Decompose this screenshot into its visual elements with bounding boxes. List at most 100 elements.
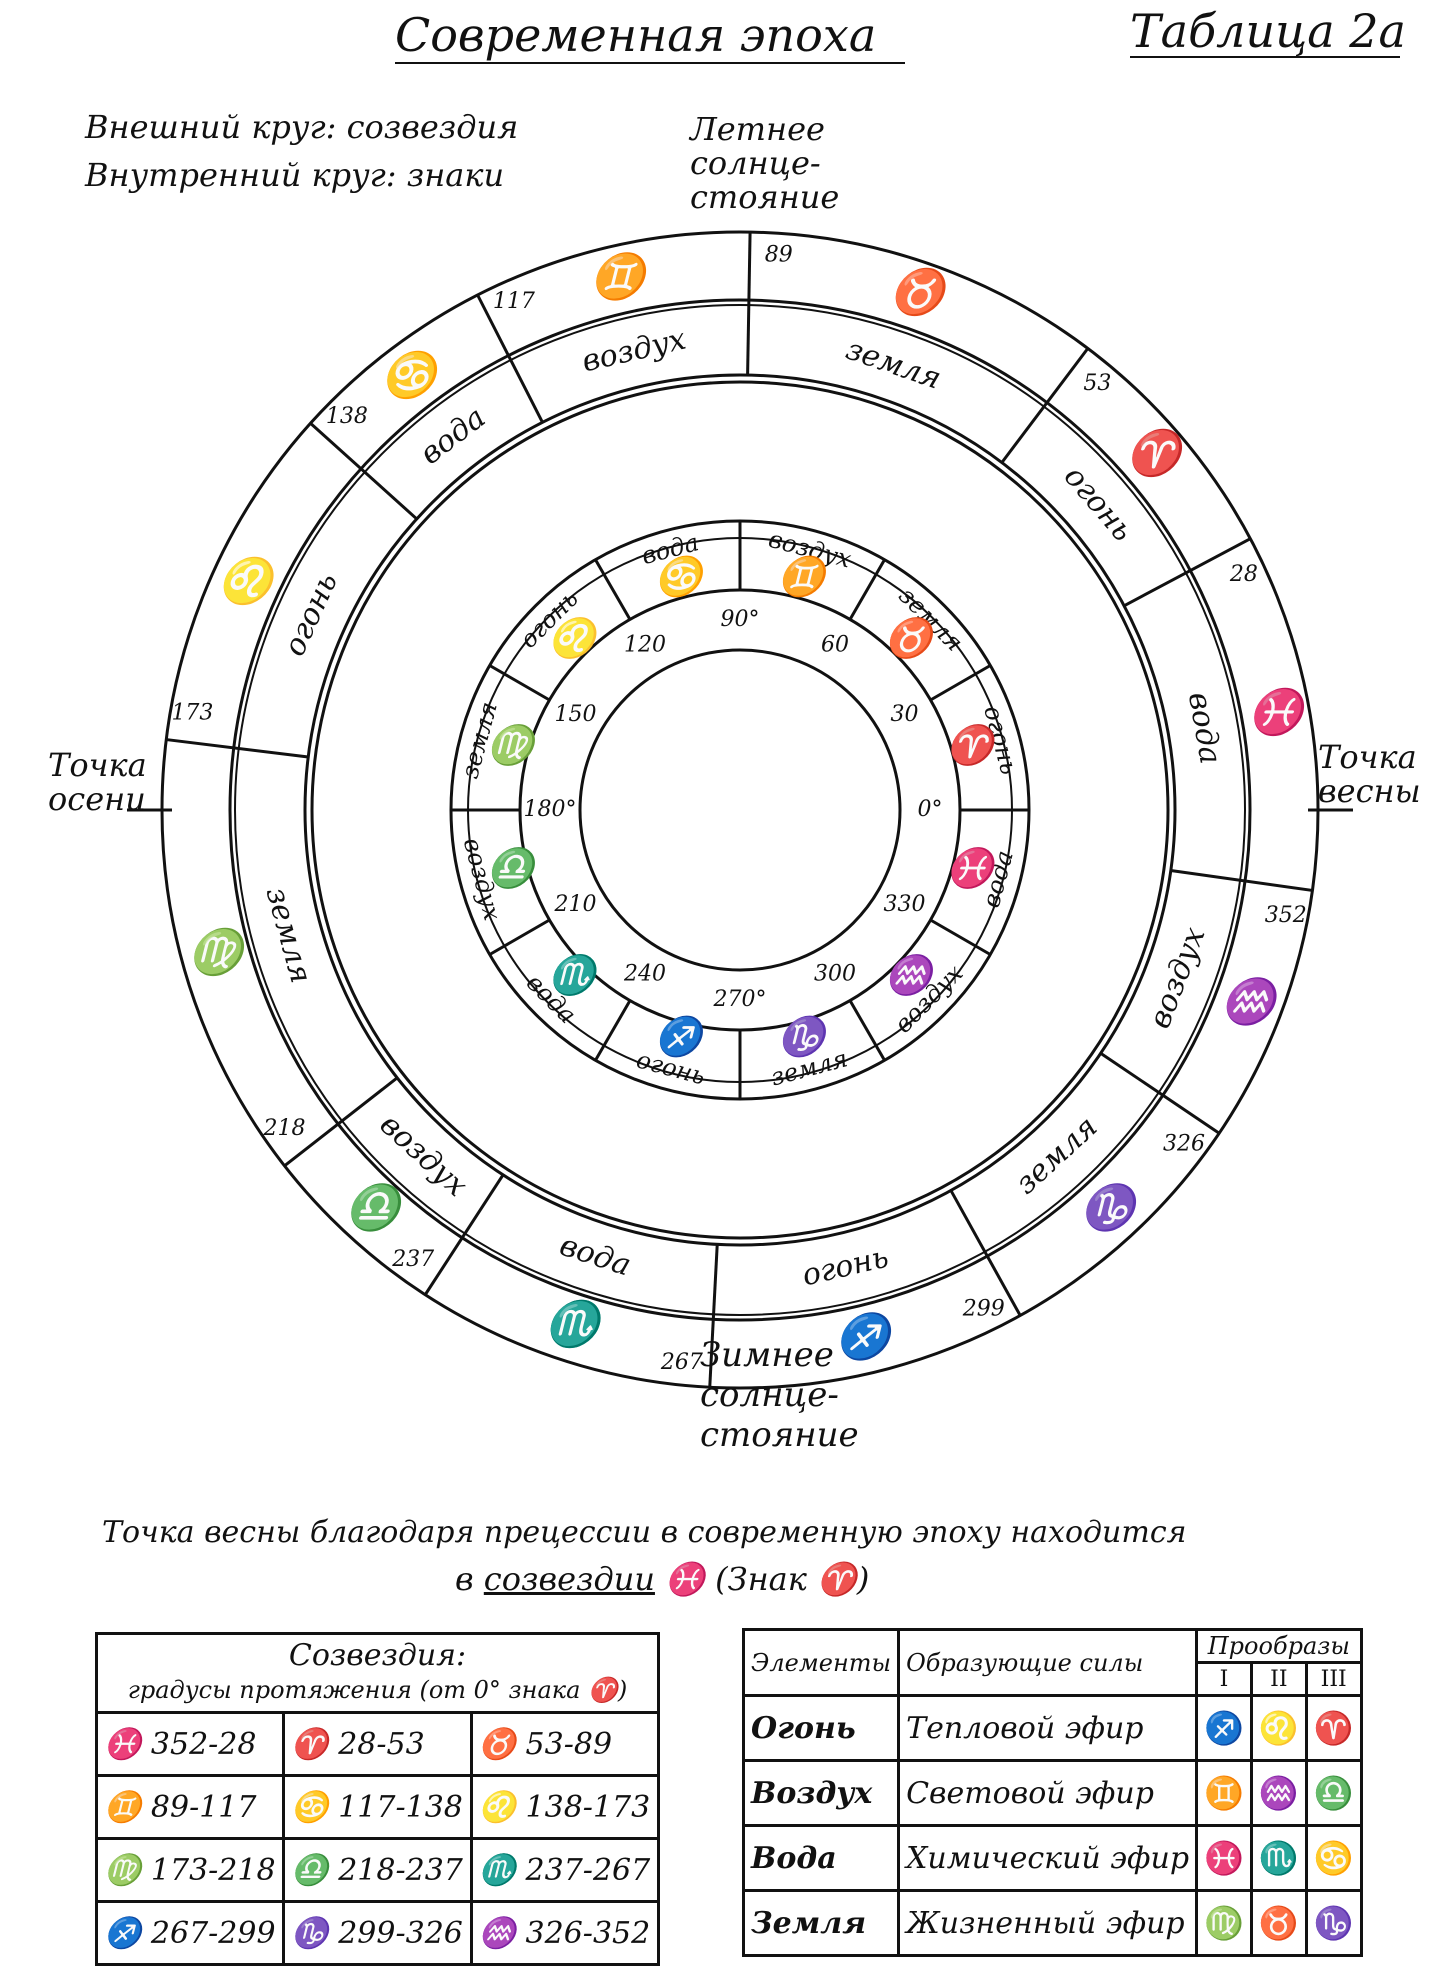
prototype-symbol: ♓ [1195,1824,1253,1892]
table-row: ♊ 89-117 ♋ 117-138 ♌ 138-173 [94,1774,661,1840]
sign-degree-label: 120 [624,632,666,657]
table-cell: ♌ 138-173 [469,1774,661,1840]
constellation-symbol: ♓ [1248,687,1311,738]
table-row: Воздух Световой эфир ♊ ♒ ♎ [741,1759,1363,1827]
constellation-table-subtitle: градусы протяжения (от 0° знака ♈) [127,1676,628,1704]
prototype-number: I [1195,1661,1253,1697]
table-row: Огонь Тепловой эфир ♐ ♌ ♈ [741,1694,1363,1762]
legend-inner: Внутренний круг: знаки [85,156,505,194]
prototypes-col-header: Прообразы [1195,1628,1363,1664]
element-force: Тепловой эфир [897,1694,1199,1762]
constellation-symbol: ♊ [590,251,653,302]
table-cell: ♒ 326-352 [469,1900,661,1966]
sign-boundary-line [929,918,992,956]
element-name: Вода [741,1824,901,1892]
ring-circle [578,648,902,972]
sign-symbol: ♉ [885,616,939,660]
constellation-boundary-degree: 53 [1083,371,1111,396]
sign-boundary-line [929,664,992,702]
constellation-element: огонь [799,1240,892,1294]
constellation-boundary-degree: 218 [263,1116,306,1141]
element-name: Земля [741,1889,901,1957]
table-cell: ♐ 267-299 [94,1900,286,1966]
constellation-boundary-line [166,738,309,759]
constellation-degree-table: Созвездия: градусы протяжения (от 0° зна… [94,1632,661,1966]
sign-symbol: ♎ [486,846,540,890]
table-cell: ♉ 53-89 [469,1711,661,1777]
prototype-symbol: ♋ [1304,1824,1363,1892]
prototype-symbol: ♉ [1249,1889,1308,1957]
ring-circle [310,380,1170,1240]
constellation-boundary-degree: 117 [493,289,535,314]
constellation-symbol: ♌ [218,556,281,607]
sign-degree-label: 30 [891,702,919,727]
constellation-boundary-degree: 28 [1229,562,1258,587]
spring-point-label: Точка весны [1318,738,1421,810]
constellation-table-title: Созвездия: [288,1638,467,1673]
table-cell: ♑ 299-326 [282,1900,473,1966]
constellation-element: вода [1181,689,1228,766]
sign-symbol: ♌ [548,616,602,660]
constellation-element: огонь [277,567,345,661]
sign-degree-label: 90° [721,607,760,632]
prototype-symbol: ♍ [1195,1889,1253,1957]
sign-degree-label: 300 [814,962,856,987]
prototype-symbol: ♊ [1195,1759,1253,1827]
constellation-symbol: ♐ [835,1312,898,1363]
sign-symbol: ♓ [946,846,1000,890]
prototype-number: III [1304,1661,1363,1697]
constellation-boundary-degree: 299 [962,1297,1005,1322]
note-suffix: ♓ (Знак ♈) [665,1560,870,1598]
zodiac-diagram: 352285389117138173218237267299326♓вода♈о… [127,230,1353,1390]
constellation-symbol: ♑ [1080,1183,1143,1234]
prototype-number: II [1249,1661,1308,1697]
table-cell: ♋ 117-138 [282,1774,473,1840]
constellation-boundary-line [423,1174,505,1296]
sign-degree-label: 210 [553,892,596,917]
table-cell: ♈ 28-53 [282,1711,473,1777]
constellation-boundary-degree: 267 [660,1350,703,1375]
summer-solstice-label: Летнее солнце- стояние [690,110,840,216]
prototype-symbol: ♒ [1249,1759,1308,1827]
constellation-symbol: ♋ [381,350,444,401]
constellation-symbol: ♎ [345,1183,408,1234]
sign-degree-label: 330 [884,892,926,917]
element-name: Огонь [741,1694,901,1762]
prototype-symbol: ♏ [1249,1824,1308,1892]
constellation-boundary-line [283,1076,399,1168]
constellation-element: земля [259,883,319,987]
page-title: Современная эпоха [395,8,877,62]
table-cell: ♍ 173-218 [94,1837,286,1903]
constellation-table-header: Созвездия: градусы протяжения (от 0° зна… [95,1632,660,1714]
element-force: Химический эфир [897,1824,1199,1892]
table-row: ♓ 352-28 ♈ 28-53 ♉ 53-89 [94,1711,661,1777]
precession-note-line2: в созвездии ♓ (Знак ♈) [455,1560,869,1598]
table-cell: ♎ 218-237 [282,1837,473,1903]
sign-degree-label: 60 [821,632,849,657]
constellation-element: вода [555,1228,635,1284]
elements-col-header: Элементы [741,1628,901,1697]
constellation-symbol: ♒ [1220,976,1283,1027]
ring-circle [234,304,1246,1316]
sign-symbol: ♑ [778,1014,832,1058]
constellation-element: воздух [579,322,689,380]
table-row: Вода Химический эфир ♓ ♏ ♋ [741,1824,1363,1892]
sign-boundary-line [488,664,551,702]
table-label-underline [1130,56,1400,58]
table-cell: ♓ 352-28 [94,1711,286,1777]
constellation-symbol: ♏ [544,1299,607,1350]
ring-circle [303,373,1177,1247]
element-force: Световой эфир [897,1759,1199,1827]
precession-note-line1: Точка весны благодаря прецессии в соврем… [102,1515,1187,1550]
constellation-symbol: ♉ [890,267,953,318]
ring-circle [228,298,1252,1322]
table-row: ♍ 173-218 ♎ 218-237 ♏ 237-267 [94,1837,661,1903]
constellation-boundary-degree: 326 [1163,1132,1205,1157]
sign-degree-label: 150 [554,702,596,727]
constellation-symbol: ♈ [1126,428,1189,479]
constellation-boundary-line [476,294,544,424]
sign-degree-label: 180° [524,797,577,822]
inner-ring-signs: огонь♈земля♉воздух♊вода♋огонь♌земля♍возд… [451,521,1029,1099]
element-name: Воздух [741,1759,901,1827]
table-label: Таблица 2а [1130,4,1406,58]
